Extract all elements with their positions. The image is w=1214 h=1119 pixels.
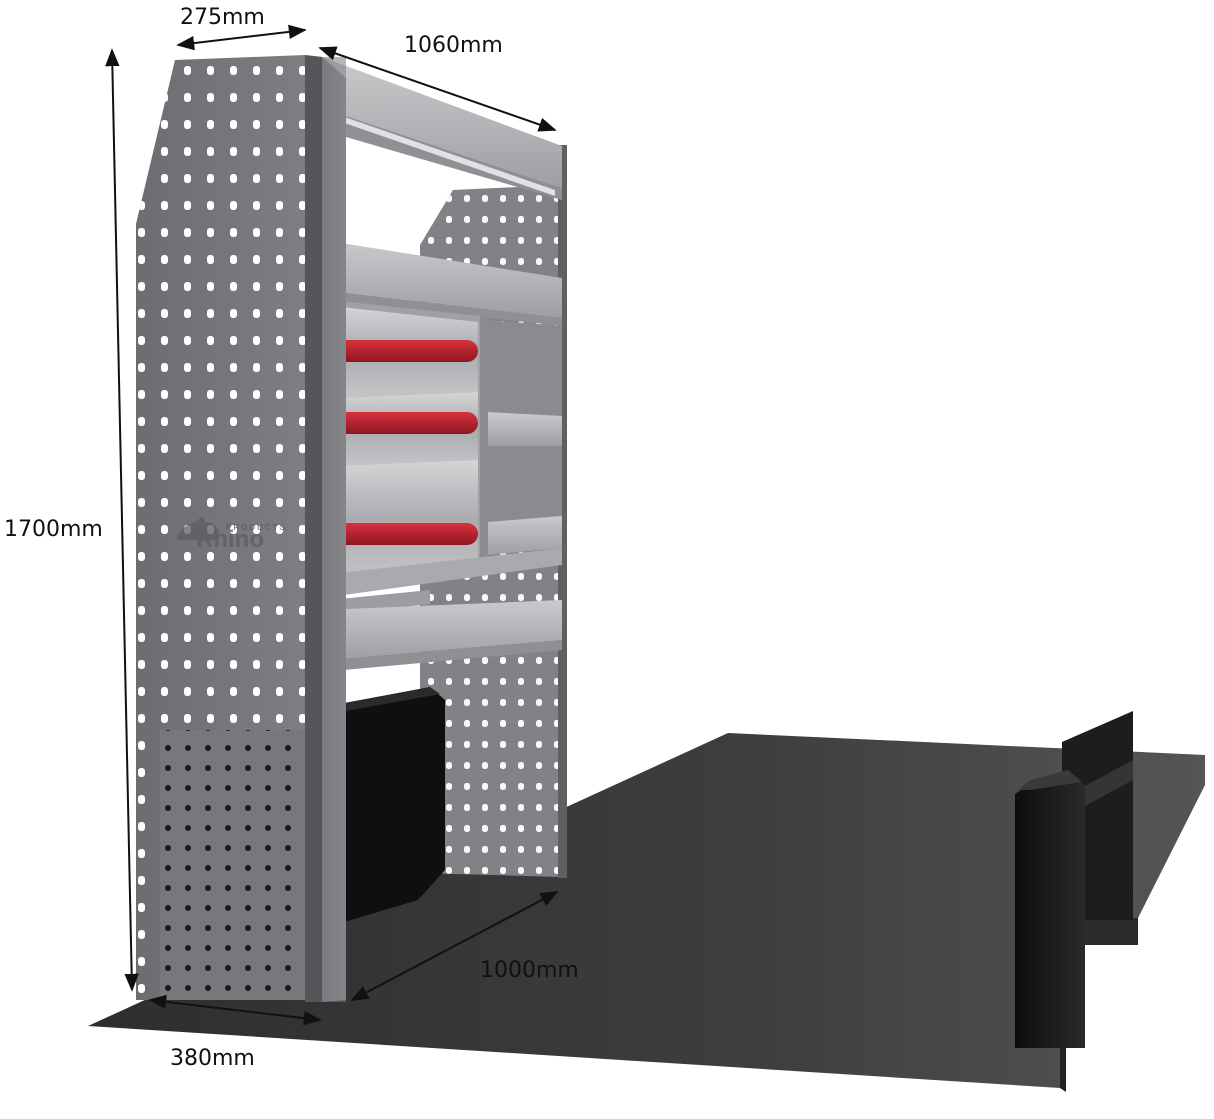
drawer-handle[interactable] <box>332 412 478 434</box>
dimension-top-depth: 275mm <box>180 5 265 30</box>
front-end-panel <box>136 55 346 1002</box>
dimension-arrow-base-depth <box>148 994 322 1026</box>
logo-brand-text: Rhino <box>196 526 264 553</box>
middle-shelf <box>322 240 562 326</box>
drawer-unit <box>330 300 562 580</box>
top-shelf <box>322 57 562 200</box>
dimension-arrow-floor-length <box>350 891 559 1001</box>
lower-shelf <box>322 548 562 672</box>
rhino-logo: PRODUCTS Rhino <box>176 516 287 553</box>
dimension-arrow-top-depth <box>176 24 307 51</box>
drawer-2[interactable] <box>332 392 478 466</box>
dimension-floor-length: 1000mm <box>480 958 579 983</box>
drawer-handle[interactable] <box>332 340 478 362</box>
dimension-top-width: 1060mm <box>404 33 503 58</box>
floor-bin <box>334 687 445 925</box>
drawer-3[interactable] <box>332 460 478 580</box>
dimension-arrow-height <box>105 48 139 992</box>
dimension-height: 1700mm <box>4 517 103 542</box>
bulkhead-divider <box>1015 711 1133 1048</box>
rhino-icon <box>176 516 219 540</box>
logo-small-text: PRODUCTS <box>226 523 287 532</box>
drawer-handle[interactable] <box>332 523 478 545</box>
drawer-1[interactable] <box>332 306 478 398</box>
dimension-base-depth: 380mm <box>170 1046 255 1071</box>
dimension-lines <box>105 24 559 1026</box>
dimension-arrow-top-width <box>318 46 557 132</box>
